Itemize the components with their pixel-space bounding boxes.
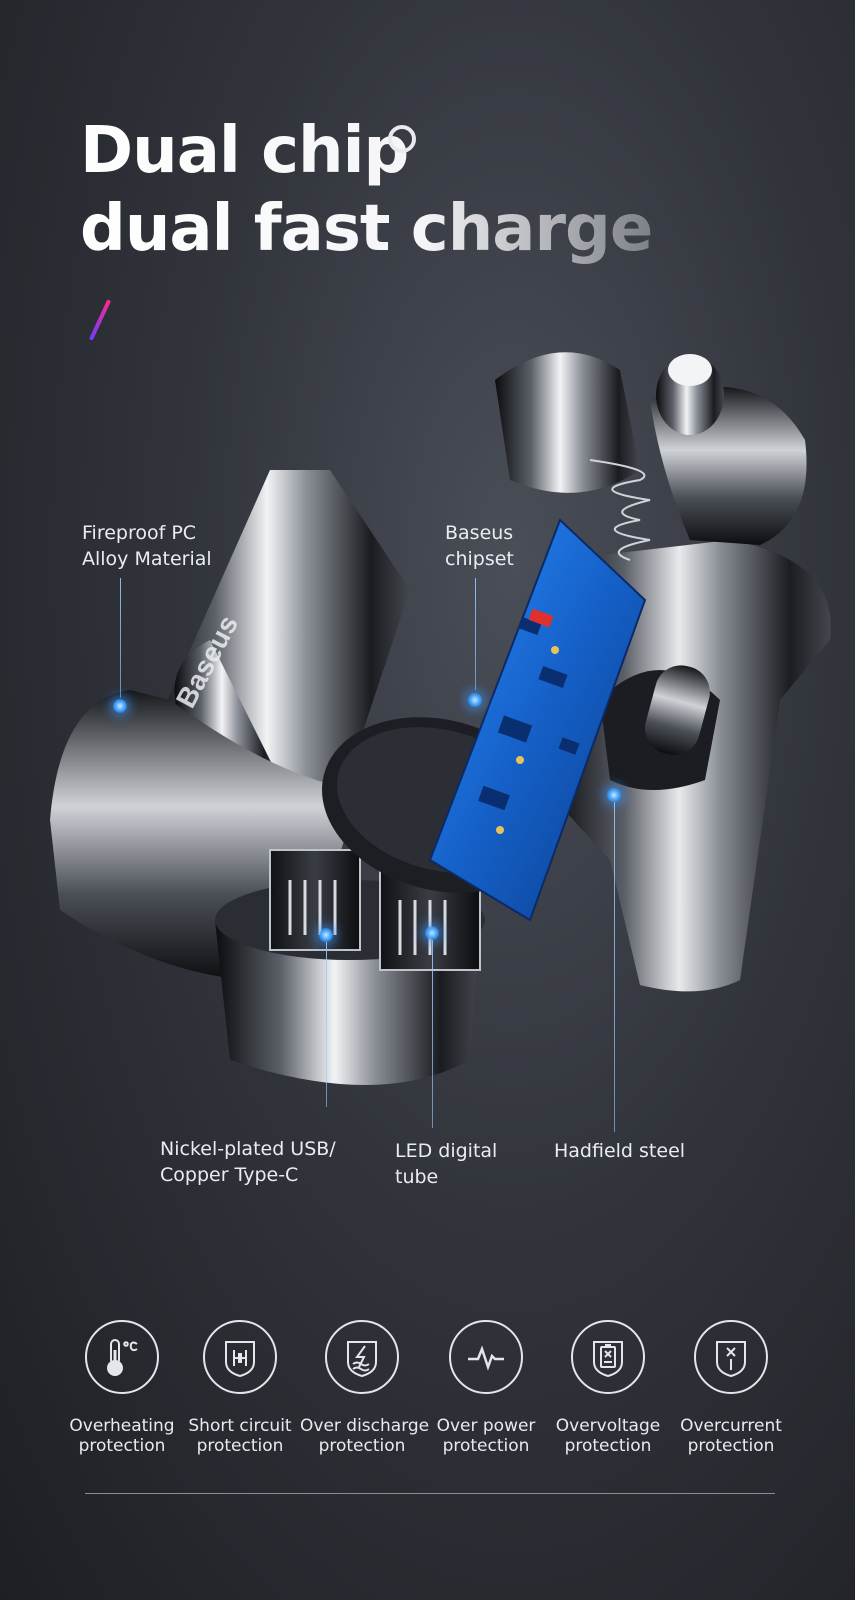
callout-line: chipset [445, 548, 514, 570]
callout-line: Nickel-plated USB/ [160, 1138, 336, 1160]
pointer-dot [607, 788, 621, 802]
headline-line-2: dual fast charge [80, 192, 653, 266]
top-cap [495, 352, 807, 561]
callout-chipset: Baseus chipset [445, 520, 514, 572]
bottom-divider [85, 1493, 775, 1494]
callout-line: Alloy Material [82, 548, 212, 570]
callout-led-tube: LED digital tube [395, 1138, 497, 1190]
battery-shield-icon [571, 1320, 645, 1394]
headline-line-1: Dual chip [80, 114, 409, 188]
callout-line: Baseus [445, 522, 514, 544]
degree-mark-icon [388, 125, 416, 153]
callout-line: Fireproof PC [82, 522, 197, 544]
pointer-line [432, 940, 433, 1128]
short-circuit-shield-icon [203, 1320, 277, 1394]
thermometer-icon [85, 1320, 159, 1394]
pcb-board [428, 518, 647, 922]
pointer-line [614, 802, 615, 1132]
pointer-dot [425, 926, 439, 940]
pointer-dot [468, 693, 482, 707]
pointer-line [120, 578, 121, 698]
pointer-dot [113, 699, 127, 713]
callout-line: tube [395, 1166, 439, 1188]
callout-line: LED digital [395, 1140, 498, 1162]
callout-line: Hadfield steel [554, 1140, 686, 1162]
headline: Dual chip dual fast charge [80, 112, 652, 268]
pointer-line [326, 942, 327, 1107]
current-shield-icon [694, 1320, 768, 1394]
callout-hadfield-steel: Hadfield steel [554, 1138, 685, 1164]
exploded-car-charger: Baseus [50, 352, 831, 1085]
pointer-dot [319, 928, 333, 942]
lightning-shield-icon [325, 1320, 399, 1394]
port-cylinder [215, 849, 485, 1085]
callout-fireproof-pc: Fireproof PC Alloy Material [82, 520, 212, 572]
pulse-icon [449, 1320, 523, 1394]
callout-usb-typec: Nickel-plated USB/ Copper Type-C [160, 1136, 336, 1188]
callout-line: Copper Type-C [160, 1164, 299, 1186]
pointer-line [475, 578, 476, 690]
